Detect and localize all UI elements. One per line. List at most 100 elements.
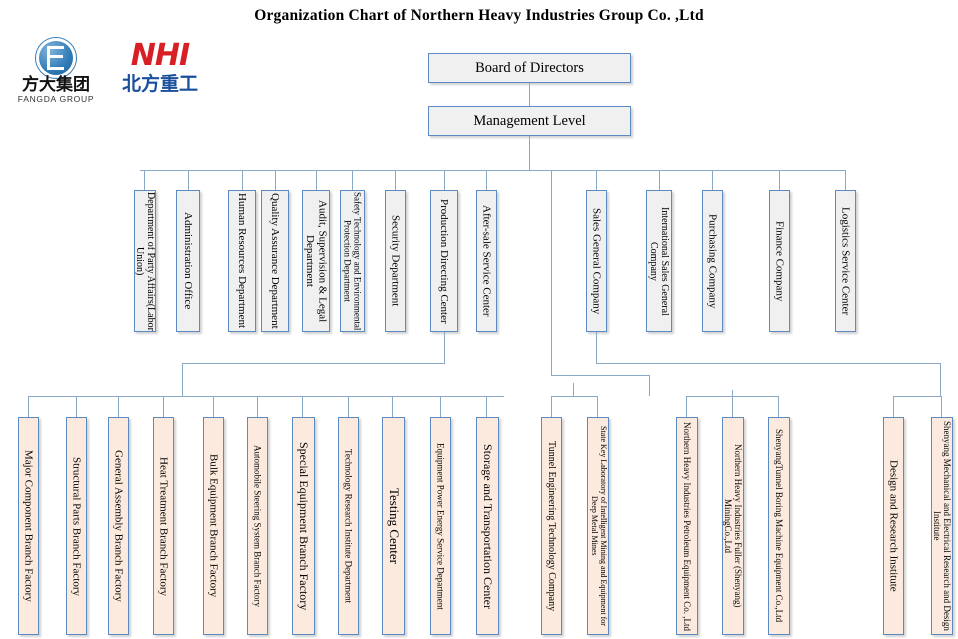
node-label: Board of Directors [475,59,584,76]
node-management-level[interactable]: Management Level [428,106,631,136]
node-label: Technology Research Institute Department [343,448,354,604]
bus-level2 [140,170,846,171]
node-state-key-laboratory[interactable]: State Key Laboratory of Intelligent Mini… [587,417,609,635]
fangda-emblem-icon [36,38,76,78]
route-groupb-stem [573,383,574,396]
node-technology-research-institute-department[interactable]: Technology Research Institute Department [338,417,359,635]
drop-quality-assurance-department [275,170,276,190]
node-international-sales-general-company[interactable]: International Sales General Company [646,190,672,332]
node-dept-party-affairs[interactable]: Department of Party Affairs(Labor Union) [134,190,156,332]
route-sales-down-1 [596,332,597,364]
node-label: Shenyang Mechanical and Electrical Resea… [932,421,953,631]
node-label: Tunnel Engineering Technology Company [546,440,558,612]
node-label: Finance Company [773,220,786,302]
node-logistics-service-center[interactable]: Logistics Service Center [835,190,856,332]
drop-automobile-steering-system-branch-factory [257,396,258,417]
node-label: Administration Office [182,212,195,310]
node-equipment-power-energy-service-department[interactable]: Equipment Power Energy Service Departmen… [430,417,451,635]
bus-group-b [551,396,597,397]
node-administration-office[interactable]: Administration Office [176,190,200,332]
node-shenyang-tunnel-boring-machine-equipment[interactable]: ShenyangTunnel Boring Machine Equipment … [768,417,790,635]
node-label: Equipment Power Energy Service Departmen… [435,442,446,610]
node-label: Northern Heavy Industries Fuller (Shenya… [723,444,744,608]
logo-bar: 方大集团 FANGDA GROUP NHI 北方重工 [14,38,214,106]
drop-nhi-fuller-shenyang-mining [732,396,733,417]
route-production-left [182,363,445,364]
node-label: General Assembly Branch Factory [112,450,125,602]
drop-production-directing-center [444,170,445,190]
node-security-department[interactable]: Security Department [385,190,406,332]
node-sales-general-company[interactable]: Sales General Company [586,190,607,332]
drop-logistics-service-center [845,170,846,190]
node-shenyang-mechanical-electrical-research-design-institute[interactable]: Shenyang Mechanical and Electrical Resea… [931,417,953,635]
drop-equipment-power-energy-service-department [440,396,441,417]
node-bulk-equipment-branch-factory[interactable]: Bulk Equipment Branch Factory [203,417,224,635]
node-nhi-fuller-shenyang-mining[interactable]: Northern Heavy Industries Fuller (Shenya… [722,417,744,635]
drop-after-sale-service-center [486,170,487,190]
route-center-right [551,375,649,376]
drop-major-component-branch-factory [28,396,29,417]
drop-human-resources-department [242,170,243,190]
node-general-assembly-branch-factory[interactable]: General Assembly Branch Factory [108,417,129,635]
drop-design-and-research-institute [893,396,894,417]
drop-tunnel-engineering-technology-company [551,396,552,417]
drop-purchasing-company [712,170,713,190]
connector-board-to-management [529,83,530,106]
node-label: Northern Heavy Industries Petroleum Equi… [682,421,693,631]
node-design-and-research-institute[interactable]: Design and Research Institute [883,417,904,635]
node-finance-company[interactable]: Finance Company [769,190,790,332]
route-production-down-1 [444,332,445,364]
node-after-sale-service-center[interactable]: After-sale Service Center [476,190,497,332]
drop-sales-general-company [596,170,597,190]
node-human-resources-department[interactable]: Human Resources Department [228,190,256,332]
node-special-equipment-branch-factory[interactable]: Special Equipment Branch Factory [292,417,315,635]
node-label: Production Directing Center [438,198,451,324]
node-label: Automobile Steering System Branch Factor… [252,445,263,607]
drop-storage-and-transportation-center [486,396,487,417]
drop-heat-treatment-branch-factory [163,396,164,417]
node-purchasing-company[interactable]: Purchasing Company [702,190,723,332]
node-label: Heat Treatment Branch Factory [157,456,170,596]
drop-security-department [395,170,396,190]
fangda-logo-cn-text: 方大集团 [22,75,90,95]
node-storage-and-transportation-center[interactable]: Storage and Transportation Center [476,417,499,635]
node-nhi-petroleum-equipment[interactable]: Northern Heavy Industries Petroleum Equi… [676,417,698,635]
node-label: Logistics Service Center [839,206,852,316]
connector-management-stem [529,136,530,170]
nhi-logo-cn-text: 北方重工 [121,73,198,95]
node-label: Storage and Transportation Center [481,443,496,609]
node-heat-treatment-branch-factory[interactable]: Heat Treatment Branch Factory [153,417,174,635]
drop-structural-parts-branch-factory [76,396,77,417]
node-label: Bulk Equipment Branch Factory [207,454,220,598]
node-label: Human Resources Department [236,193,249,329]
node-label: After-sale Service Center [480,205,493,317]
drop-finance-company [779,170,780,190]
node-major-component-branch-factory[interactable]: Major Component Branch Factory [18,417,39,635]
node-structural-parts-branch-factory[interactable]: Structural Parts Branch Factory [66,417,87,635]
drop-audit-supervision-legal-department [316,170,317,190]
drop-administration-office [188,170,189,190]
route-sales-down-right [940,363,941,396]
node-label: State Key Laboratory of Intelligent Mini… [590,426,608,626]
node-label: International Sales General Company [648,206,671,316]
node-board-of-directors[interactable]: Board of Directors [428,53,631,83]
node-testing-center[interactable]: Testing Center [382,417,405,635]
drop-technology-research-institute-department [348,396,349,417]
node-automobile-steering-system-branch-factory[interactable]: Automobile Steering System Branch Factor… [247,417,268,635]
drop-nhi-petroleum-equipment [686,396,687,417]
node-tunnel-engineering-technology-company[interactable]: Tunnel Engineering Technology Company [541,417,562,635]
node-production-directing-center[interactable]: Production Directing Center [430,190,458,332]
nhi-logo: NHI 北方重工 [110,40,210,102]
node-label: Purchasing Company [706,213,719,309]
drop-busC-stem [732,390,733,396]
fangda-group-logo: 方大集团 FANGDA GROUP [14,38,98,104]
node-quality-assurance-department[interactable]: Quality Assurance Department [261,190,289,332]
node-label: Department of Party Affairs(Labor Union) [134,191,156,331]
node-safety-tech-environmental-protection-department[interactable]: Safety Technology and Environmental Prot… [340,190,365,332]
drop-dept-party-affairs [144,170,145,190]
drop-shenyang-mechanical-electrical-research-design-institute [941,396,942,417]
bus-production-branches [28,396,504,397]
node-audit-supervision-legal-department[interactable]: Audit, Supervision & Legal Department [302,190,330,332]
node-label: Special Equipment Branch Factory [297,441,312,611]
node-label: Management Level [473,112,586,129]
